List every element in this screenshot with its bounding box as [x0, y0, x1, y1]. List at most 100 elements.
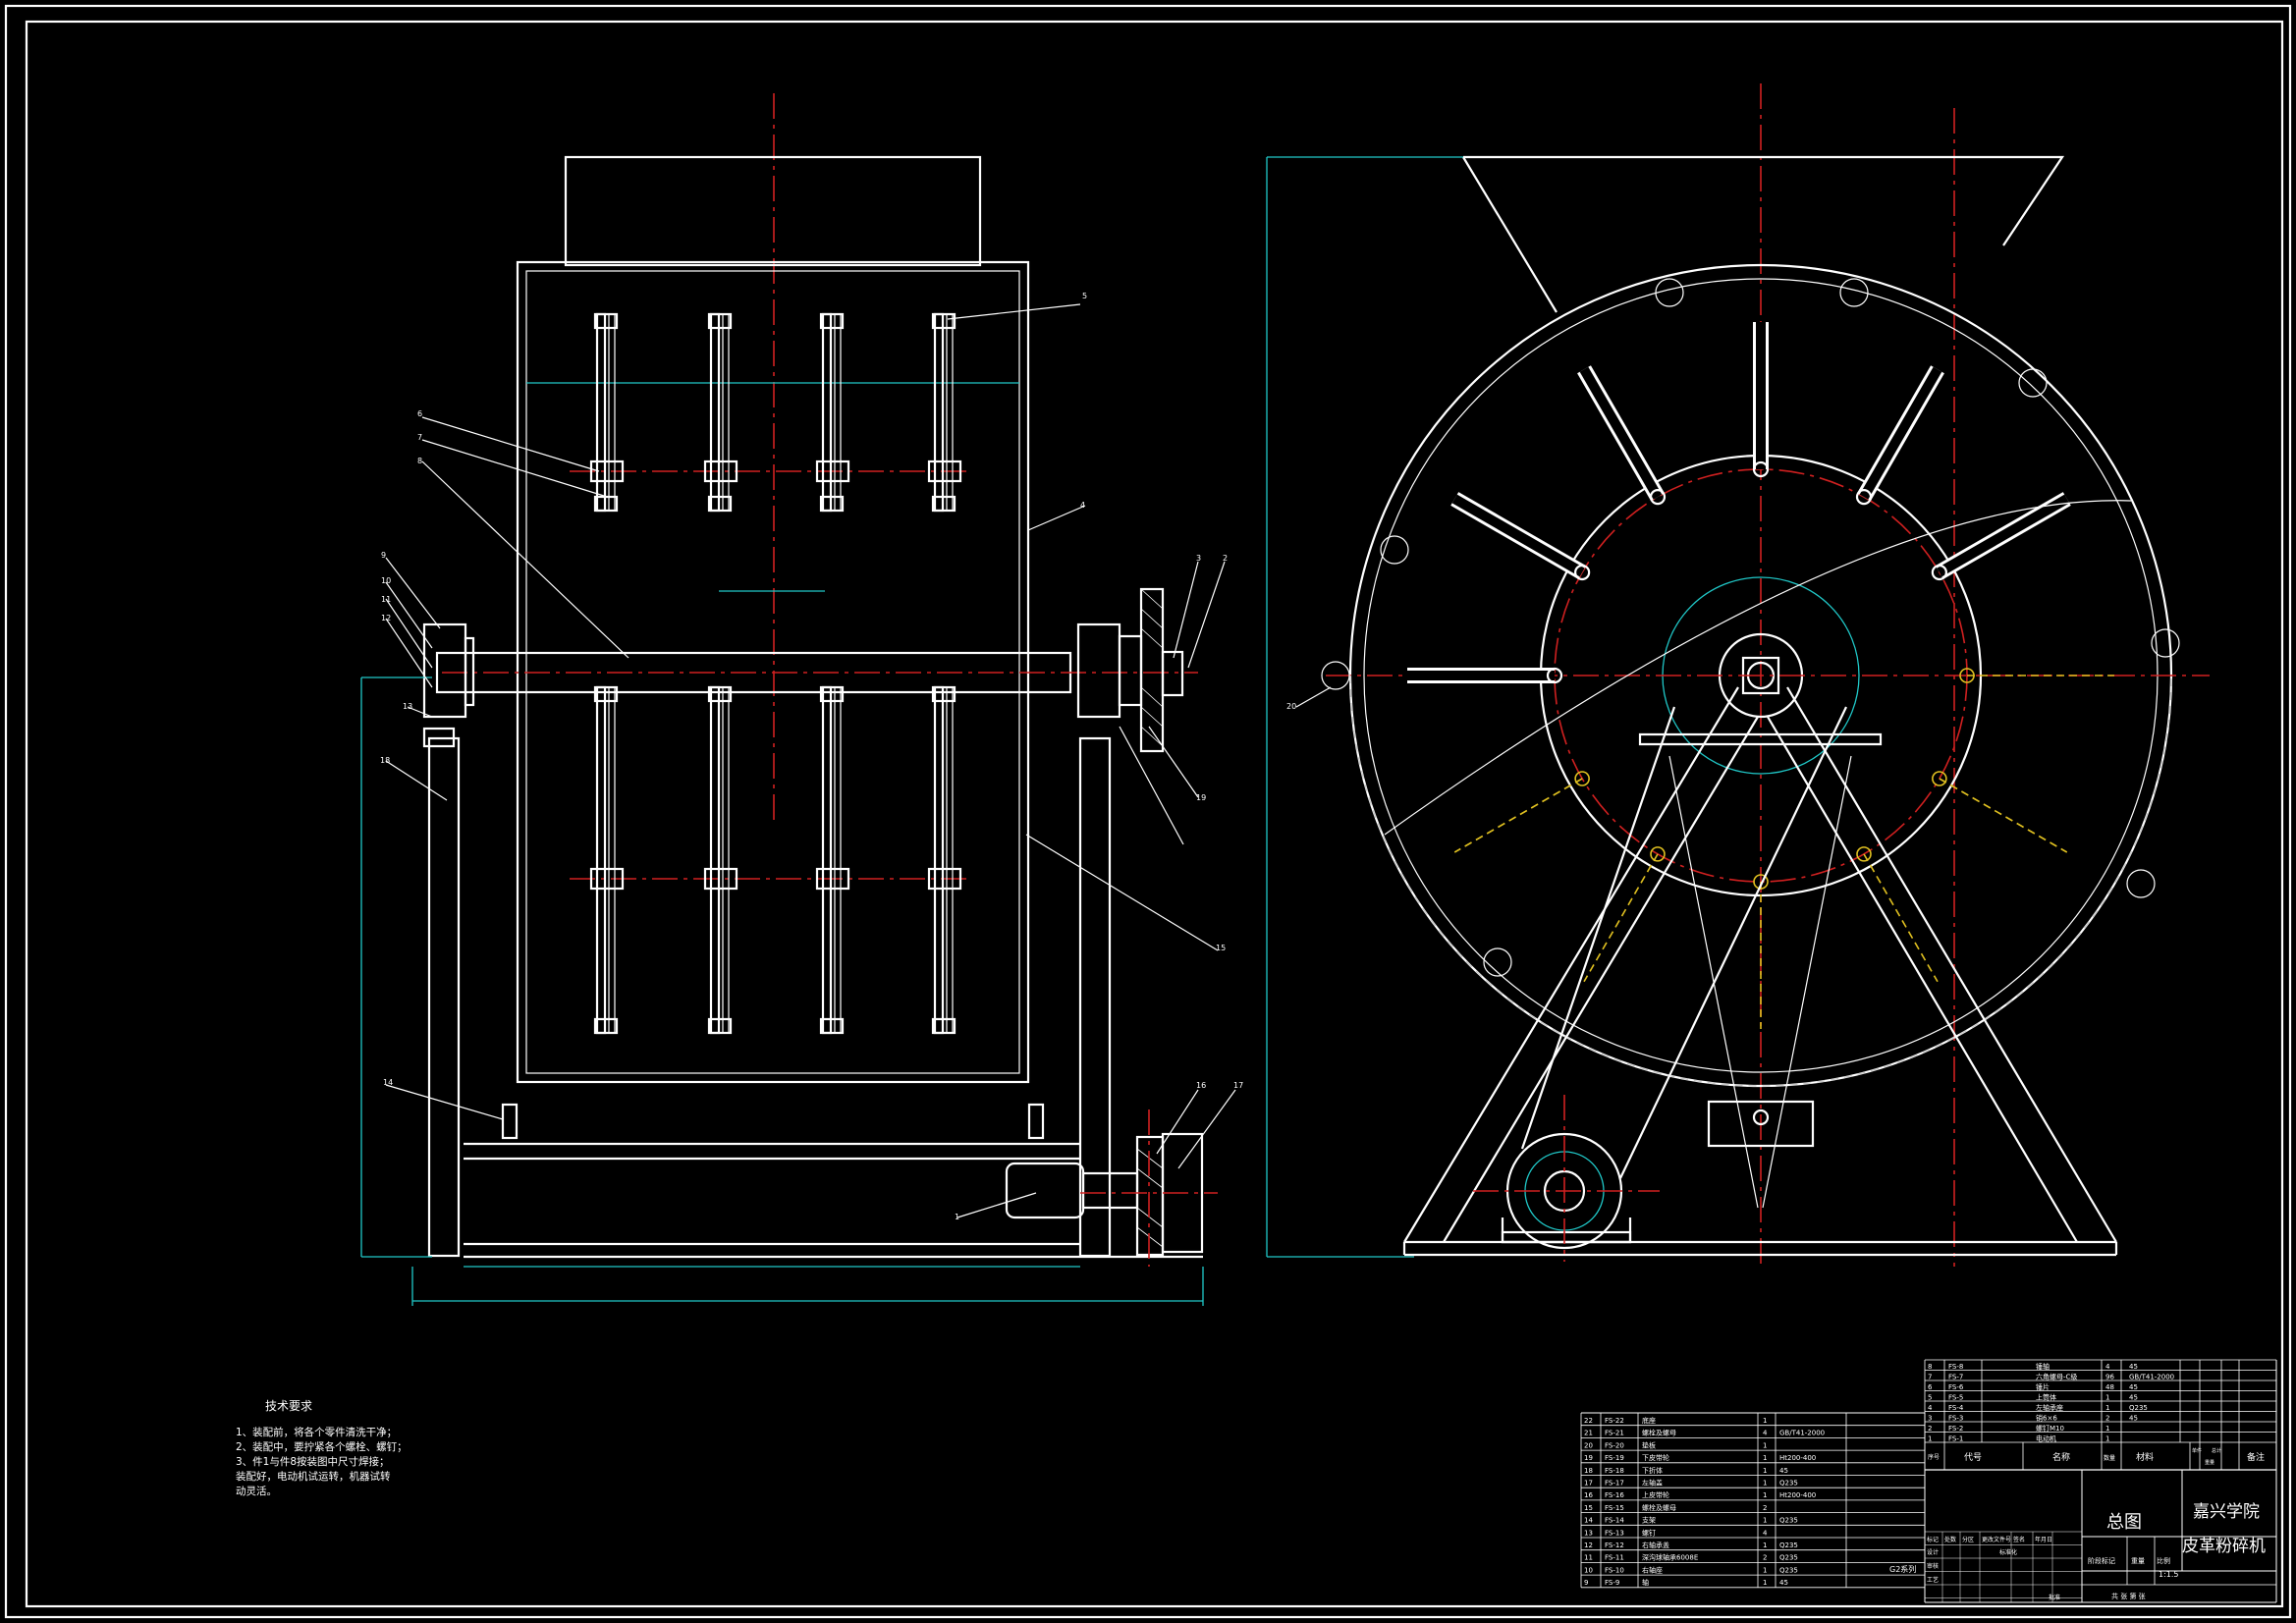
row-no: 12: [1584, 1542, 1593, 1549]
callout-17: 17: [1233, 1081, 1243, 1090]
header-no: 序号: [1928, 1453, 1940, 1461]
row-material: Q235: [1779, 1554, 1798, 1562]
support-frame: [1403, 686, 2117, 1243]
row-name: 电动机: [2036, 1434, 2056, 1443]
row-qty: 1: [2105, 1394, 2109, 1402]
row-code: FS-11: [1605, 1554, 1624, 1562]
callout-13: 13: [403, 702, 412, 711]
row-code: FS-20: [1605, 1441, 1624, 1449]
notes-title: 技术要求: [265, 1399, 313, 1413]
doc-label: 更改文件号: [1982, 1536, 2011, 1543]
count-label: 处数: [1944, 1536, 1956, 1543]
header-remarks: 备注: [2247, 1451, 2265, 1463]
callout-7: 7: [417, 433, 422, 442]
row-no: 10: [1584, 1566, 1593, 1574]
row-name: 六角螺母-C级: [2036, 1373, 2077, 1381]
row-qty: 1: [1763, 1417, 1767, 1425]
callout-18: 18: [380, 756, 390, 765]
row-code: FS-16: [1605, 1491, 1624, 1499]
callout-11: 11: [381, 595, 391, 604]
row-no: 8: [1928, 1363, 1932, 1371]
row-qty: 1: [1763, 1491, 1767, 1499]
header-total-weight: 总计: [2212, 1447, 2221, 1454]
row-code: FS-8: [1948, 1363, 1963, 1371]
row-material: 45: [2129, 1383, 2138, 1391]
row-material: 45: [2129, 1415, 2138, 1423]
row-code: FS-19: [1605, 1454, 1624, 1462]
header-weight: 重量: [2205, 1459, 2214, 1466]
series-label: G2系列: [1889, 1564, 1916, 1574]
row-name: 上筒体: [2036, 1393, 2056, 1402]
row-qty: 4: [1763, 1529, 1768, 1537]
row-qty: 2: [2105, 1415, 2109, 1423]
header-unit-weight: 单件: [2192, 1447, 2202, 1454]
row-material: GB/T41-2000: [1779, 1430, 1825, 1437]
product-name: 皮革粉碎机: [2182, 1537, 2266, 1556]
outer-frame: [4, 4, 2292, 1619]
school-name: 嘉兴学院: [2193, 1502, 2260, 1522]
row-code: FS-22: [1605, 1417, 1624, 1425]
row-material: 45: [2129, 1363, 2138, 1371]
row-name: 垫板: [1642, 1440, 1656, 1449]
note-item-2: 2、装配中，要拧紧各个螺栓、螺钉；: [236, 1441, 408, 1453]
callout-8: 8: [417, 457, 422, 465]
row-name: 右轴座: [1642, 1565, 1663, 1574]
callout-20: 20: [1286, 702, 1296, 711]
row-qty: 1: [1763, 1542, 1767, 1549]
row-qty: 1: [1763, 1517, 1767, 1525]
callout-12: 12: [381, 614, 391, 622]
row-name: 锤片: [2036, 1382, 2050, 1391]
callout-16: 16: [1196, 1081, 1206, 1090]
row-material: 45: [2129, 1394, 2138, 1402]
row-qty: 4: [2105, 1363, 2110, 1371]
row-no: 9: [1584, 1579, 1588, 1587]
row-no: 22: [1584, 1417, 1593, 1425]
row-name: 右轴承盖: [1642, 1541, 1669, 1549]
row-code: FS-15: [1605, 1504, 1624, 1512]
hopper-box: [564, 155, 982, 267]
header-name: 名称: [2052, 1451, 2070, 1463]
callout-6: 6: [417, 409, 422, 418]
callout-1: 1: [955, 1213, 959, 1221]
row-qty: 1: [1763, 1454, 1767, 1462]
row-code: FS-7: [1948, 1374, 1963, 1381]
scale-value: 1:1.5: [2159, 1570, 2179, 1579]
callout-10: 10: [381, 576, 391, 585]
row-name: 深沟球轴承6008E: [1642, 1553, 1698, 1562]
date-label: 年月日: [2035, 1536, 2052, 1543]
side-hopper: [1462, 155, 2065, 313]
header-material: 材料: [2136, 1451, 2154, 1463]
inner-frame: [25, 20, 2284, 1608]
row-no: 16: [1584, 1491, 1593, 1499]
row-name: 销6×6: [2036, 1414, 2057, 1423]
row-code: FS-17: [1605, 1480, 1624, 1488]
checker-label: 审核: [1927, 1562, 1939, 1570]
row-qty: 1: [1763, 1566, 1767, 1574]
signature-label: 签名: [2013, 1536, 2025, 1543]
row-no: 11: [1584, 1554, 1593, 1562]
row-qty: 1: [2105, 1425, 2109, 1433]
row-material: 45: [1779, 1579, 1788, 1587]
row-code: FS-14: [1605, 1517, 1624, 1525]
side-view: 20: [1266, 83, 2210, 1267]
row-code: FS-4: [1948, 1404, 1964, 1412]
row-no: 5: [1928, 1394, 1932, 1402]
row-material: Q235: [1779, 1566, 1798, 1574]
callout-19: 19: [1196, 793, 1206, 802]
row-name: 下皮带轮: [1642, 1453, 1669, 1462]
row-material: Q235: [1779, 1542, 1798, 1549]
row-qty: 1: [2105, 1404, 2109, 1412]
row-qty: 4: [1763, 1430, 1768, 1437]
process-label: 工艺: [1927, 1576, 1939, 1584]
row-material: Q235: [1779, 1480, 1798, 1488]
approve-label: 批准: [2049, 1594, 2060, 1601]
right-bearing-housing: [1076, 622, 1121, 719]
technical-requirements: 技术要求 1、装配前，将各个零件清洗干净； 2、装配中，要拧紧各个螺栓、螺钉； …: [236, 1399, 432, 1499]
row-qty: 1: [1763, 1467, 1767, 1475]
row-qty: 1: [1763, 1579, 1767, 1587]
row-name: 锤轴: [2036, 1362, 2050, 1371]
row-code: FS-3: [1948, 1415, 1963, 1423]
scale-label: 比例: [2157, 1556, 2170, 1565]
row-name: 上皮带轮: [1642, 1490, 1669, 1499]
